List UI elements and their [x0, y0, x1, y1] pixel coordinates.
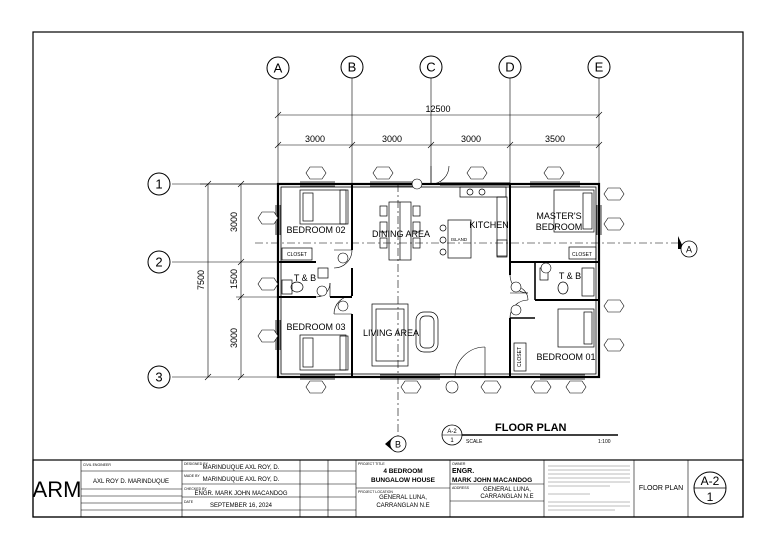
address-line2: CARRANGLAN N.E [480, 494, 533, 500]
designed-by-label: DESIGNED BY [184, 462, 209, 466]
general-notes [548, 465, 630, 511]
dim-row-12: 3000 [229, 212, 239, 232]
title-ref-top: A-2 [447, 429, 457, 435]
room-tb-right: T & B [559, 271, 581, 281]
room-tb-left: T & B [294, 273, 316, 283]
section-marker-a: A [255, 236, 698, 258]
label-island: ISLAND [451, 237, 468, 242]
made-by-value: MARINDUQUE AXL ROY, D. [203, 477, 280, 483]
title-block [32, 459, 744, 518]
dim-row-m3: 3000 [229, 328, 239, 348]
dim-bay-de: 3500 [545, 134, 565, 144]
dim-bay-ab: 3000 [305, 134, 325, 144]
walls [276, 182, 601, 379]
dim-overall-width: 12500 [425, 104, 450, 114]
grid-label-1: 1 [155, 177, 162, 192]
room-living: LIVING AREA [363, 328, 419, 338]
title-block-logo: ARM [33, 477, 82, 502]
grid-bubble-3 [147, 365, 171, 389]
drawing-title: A-2 1 FLOOR PLAN SCALE 1:100 [441, 422, 618, 446]
room-masters-line2: BEDROOM [536, 222, 583, 232]
project-location-line1: GENERAL LUNA, [379, 495, 427, 501]
dim-row-2m: 1500 [229, 269, 239, 289]
owner-label: OWNER [452, 462, 466, 466]
grid-label-2: 2 [155, 255, 162, 270]
label-closet-bottom: CLOSET [517, 347, 523, 367]
grid-bubble-c [419, 55, 443, 79]
label-closet-right: CLOSET [572, 252, 592, 258]
section-label-b: B [395, 440, 401, 450]
date-value: SEPTEMBER 16, 2024 [210, 503, 273, 509]
grid-label-3: 3 [155, 370, 162, 385]
room-dining: DINING AREA [372, 229, 430, 239]
section-label-a: A [686, 245, 692, 255]
title-label: FLOOR PLAN [495, 422, 567, 434]
grid-bubble-e [587, 55, 611, 79]
civil-engineer-name: AXL ROY D. MARINDUQUE [93, 479, 169, 485]
grid-bubble-d [498, 55, 522, 79]
grid-label-a: A [274, 61, 283, 76]
label-closet-left: CLOSET [287, 252, 307, 258]
dimension-lines [200, 111, 603, 381]
grid-label-b: B [348, 60, 357, 75]
room-kitchen: KITCHEN [469, 220, 509, 230]
grid-bubble-1 [147, 172, 171, 196]
opening-tags [257, 166, 625, 394]
sheet-number: A-2 1 [693, 471, 727, 505]
grid-bubble-2 [147, 250, 171, 274]
room-bedroom-03: BEDROOM 03 [286, 322, 345, 332]
owner-line2: MARK JOHN MACANDOG [452, 477, 532, 484]
project-location-label: PROJECT LOCATION [358, 490, 393, 494]
title-ref-bottom: 1 [450, 438, 454, 444]
dim-overall-depth: 7500 [196, 270, 206, 290]
dim-bay-bc: 3000 [382, 134, 402, 144]
grid-label-e: E [595, 60, 604, 75]
project-title-line1: 4 BEDROOM [383, 468, 422, 475]
room-bedroom-01: BEDROOM 01 [536, 352, 595, 362]
room-masters-line1: MASTER'S [536, 211, 581, 221]
civil-engineer-label: CIVIL ENGINEER [83, 463, 111, 467]
sheet-contents: FLOOR PLAN [639, 485, 683, 492]
title-scale-value: 1:100 [598, 439, 611, 445]
project-title-line2: BUNGALOW HOUSE [371, 477, 436, 484]
title-scale-label: SCALE [466, 439, 483, 445]
grid-bubble-b [340, 55, 364, 79]
address-label: ADDRESS [452, 486, 470, 490]
sheet-number-bottom: 1 [707, 490, 714, 504]
doors [315, 165, 529, 378]
sheet-number-top: A-2 [701, 474, 720, 488]
address-line1: GENERAL LUNA, [483, 487, 531, 493]
grid-bubble-a [266, 56, 290, 80]
checked-by-value: ENGR. MARK JOHN MACANDOG [194, 491, 287, 497]
room-bedroom-02: BEDROOM 02 [286, 225, 345, 235]
grid-label-c: C [426, 60, 435, 75]
furniture [281, 186, 597, 372]
date-label: DATE [184, 500, 194, 504]
grid-bubbles-columns: A B C D E [266, 55, 611, 80]
section-marker-b: B [385, 184, 407, 453]
made-by-label: MADE BY [184, 474, 200, 478]
project-location-line2: CARRANGLAN N.E [376, 503, 429, 509]
dim-bay-cd: 3000 [461, 134, 481, 144]
grid-label-d: D [505, 60, 514, 75]
designed-by-value: MARINDUQUE AXL ROY, D. [203, 465, 280, 471]
grid-bubbles-rows: 1 2 3 [147, 172, 171, 389]
windows [275, 181, 602, 380]
project-title-label: PROJECT TITLE [358, 462, 385, 466]
checked-by-label: CHECKED BY [184, 487, 207, 491]
owner-line1: ENGR. [452, 468, 474, 475]
room-labels: BEDROOM 02 DINING AREA KITCHEN MASTER'S … [286, 211, 595, 367]
